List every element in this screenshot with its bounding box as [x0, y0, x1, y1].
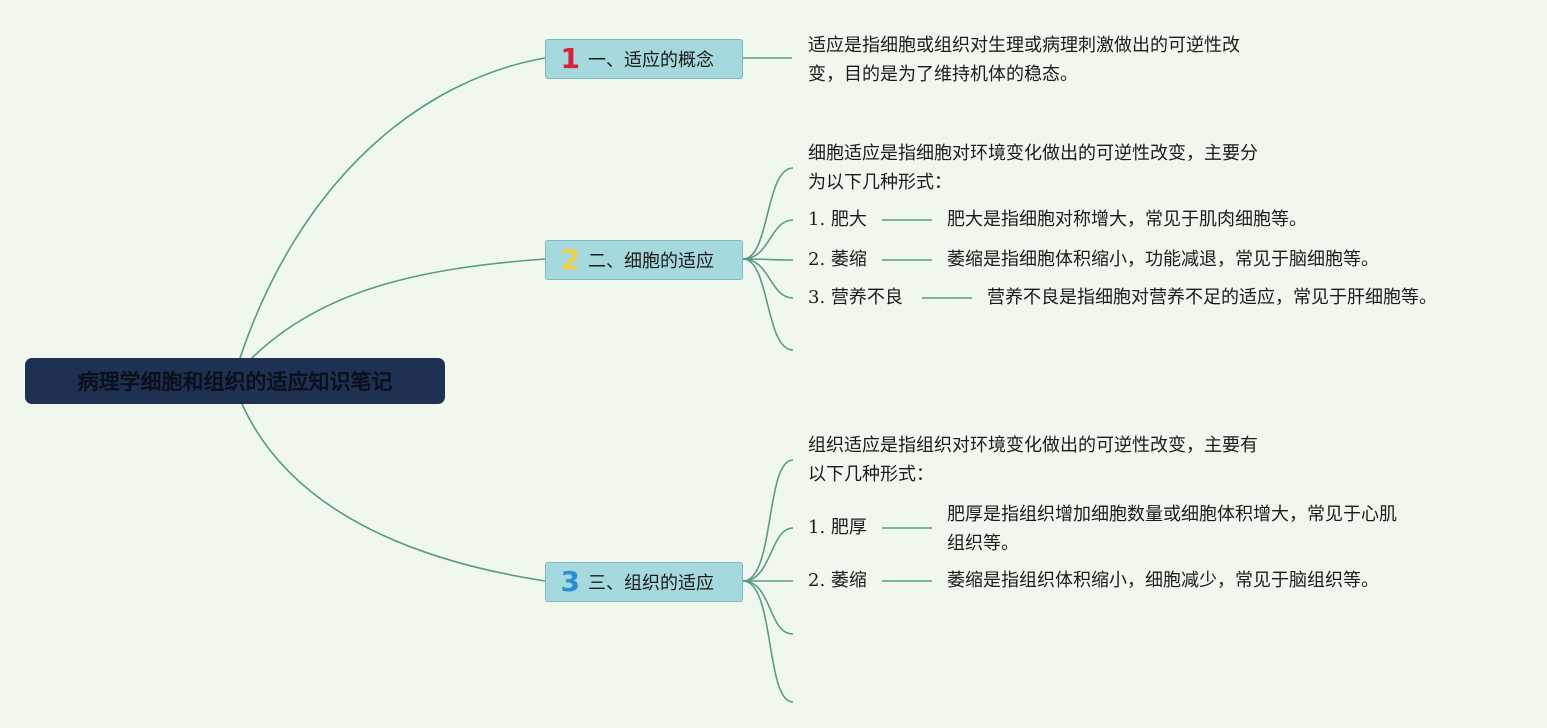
item-number: 1.	[808, 517, 826, 538]
branch-number-2: 2	[560, 243, 580, 276]
link-branch-2-empty	[742, 258, 794, 351]
item-description: 萎缩是指细胞体积缩小，功能减退，常见于脑细胞等。	[947, 249, 1379, 270]
item-name: 萎缩	[830, 249, 867, 270]
branch-2-item-3[interactable]: 3. 营养不良	[808, 285, 903, 311]
branch-2-item-2[interactable]: 2. 萎缩	[808, 247, 867, 273]
item-name: 营养不良	[830, 287, 903, 308]
branch-topic-1[interactable]: 1 一、适应的概念	[545, 39, 743, 79]
link-branch-3-empty-2	[742, 580, 794, 703]
item-number: 2.	[808, 570, 826, 591]
root-topic[interactable]: 病理学细胞和组织的适应知识笔记	[25, 358, 445, 404]
item-description: 萎缩是指组织体积缩小，细胞减少，常见于脑组织等。	[947, 570, 1379, 591]
item-description-line-1: 肥厚是指组织增加细胞数量或细胞体积增大，常见于心肌	[947, 504, 1397, 525]
link-root-branch-1	[239, 57, 546, 359]
item-number: 3.	[808, 287, 826, 308]
link-root-branch-3	[241, 403, 546, 582]
link-branch-2-item-3	[742, 258, 794, 299]
branch-2-intro-line-1: 细胞适应是指细胞对环境变化做出的可逆性改变，主要分	[808, 143, 1258, 164]
branch-label-2: 二、细胞的适应	[588, 251, 714, 272]
branch-3-item-1-desc[interactable]: 肥厚是指组织增加细胞数量或细胞体积增大，常见于心肌 组织等。	[947, 500, 1397, 558]
item-description-line-2: 组织等。	[947, 533, 1019, 554]
link-branch-3-item-1	[742, 527, 794, 582]
branch-2-item-1[interactable]: 1. 肥大	[808, 207, 867, 233]
branch-1-description-line-1: 适应是指细胞或组织对生理或病理刺激做出的可逆性改	[808, 35, 1240, 56]
link-branch-2-item-1	[742, 219, 794, 260]
link-branch-2-intro	[742, 167, 794, 260]
branch-2-intro[interactable]: 细胞适应是指细胞对环境变化做出的可逆性改变，主要分 为以下几种形式：	[808, 139, 1258, 197]
branch-2-item-2-desc[interactable]: 萎缩是指细胞体积缩小，功能减退，常见于脑细胞等。	[947, 247, 1379, 273]
link-root-branch-2	[249, 258, 546, 361]
branch-2-item-1-desc[interactable]: 肥大是指细胞对称增大，常见于肌肉细胞等。	[947, 207, 1307, 233]
branch-2-item-3-desc[interactable]: 营养不良是指细胞对营养不足的适应，常见于肝细胞等。	[987, 285, 1437, 311]
branch-2-intro-line-2: 为以下几种形式：	[808, 172, 952, 193]
branch-label-1: 一、适应的概念	[588, 50, 714, 71]
item-description: 营养不良是指细胞对营养不足的适应，常见于肝细胞等。	[987, 287, 1437, 308]
branch-3-intro-line-1: 组织适应是指组织对环境变化做出的可逆性改变，主要有	[808, 435, 1258, 456]
item-number: 2.	[808, 249, 826, 270]
branch-3-item-1[interactable]: 1. 肥厚	[808, 515, 867, 541]
item-name: 肥大	[830, 209, 867, 230]
branch-3-item-2[interactable]: 2. 萎缩	[808, 568, 867, 594]
branch-number-1: 1	[560, 42, 580, 75]
item-number: 1.	[808, 209, 826, 230]
branch-topic-3[interactable]: 3 三、组织的适应	[545, 562, 743, 602]
branch-3-item-2-desc[interactable]: 萎缩是指组织体积缩小，细胞减少，常见于脑组织等。	[947, 568, 1379, 594]
branch-number-3: 3	[560, 565, 580, 598]
branch-label-3: 三、组织的适应	[588, 573, 714, 594]
link-branch-3-empty-1	[742, 580, 794, 635]
branch-3-intro[interactable]: 组织适应是指组织对环境变化做出的可逆性改变，主要有 以下几种形式：	[808, 431, 1258, 489]
branch-topic-2[interactable]: 2 二、细胞的适应	[545, 240, 743, 280]
root-title: 病理学细胞和组织的适应知识笔记	[77, 370, 393, 394]
branch-3-intro-line-2: 以下几种形式：	[808, 464, 934, 485]
item-name: 肥厚	[830, 517, 867, 538]
branch-1-description[interactable]: 适应是指细胞或组织对生理或病理刺激做出的可逆性改 变，目的是为了维持机体的稳态。	[808, 31, 1240, 89]
link-branch-3-intro	[742, 459, 794, 582]
item-description: 肥大是指细胞对称增大，常见于肌肉细胞等。	[947, 209, 1307, 230]
item-name: 萎缩	[830, 570, 867, 591]
branch-1-description-line-2: 变，目的是为了维持机体的稳态。	[808, 64, 1078, 85]
